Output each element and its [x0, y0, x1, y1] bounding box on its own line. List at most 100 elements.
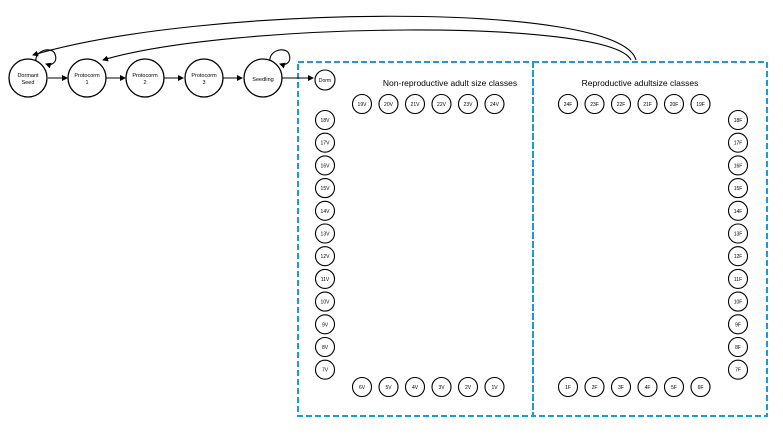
- svg-text:22F: 22F: [617, 102, 626, 108]
- svg-text:6V: 6V: [359, 385, 366, 391]
- size-class-1v: 1V: [484, 376, 505, 398]
- size-class-7f: 7F: [727, 359, 749, 380]
- size-class-23f: 23F: [584, 93, 605, 115]
- size-class-15f: 15F: [727, 178, 749, 199]
- size-class-18f: 18F: [727, 109, 749, 131]
- size-class-5v: 5V: [378, 376, 399, 398]
- reproductive-panel-title: Reproductive adultsize classes: [582, 78, 699, 88]
- svg-text:2F: 2F: [592, 385, 598, 391]
- size-class-15v: 15V: [314, 178, 336, 199]
- svg-text:10F: 10F: [734, 300, 743, 306]
- svg-text:6F: 6F: [698, 385, 704, 391]
- size-class-22v: 22V: [431, 93, 452, 115]
- svg-text:11V: 11V: [321, 277, 330, 283]
- size-class-12v: 12V: [314, 246, 336, 267]
- svg-text:2: 2: [143, 80, 146, 86]
- svg-text:13F: 13F: [734, 232, 743, 238]
- svg-text:13V: 13V: [321, 232, 331, 238]
- svg-text:Protocorm: Protocorm: [74, 73, 100, 79]
- svg-text:15V: 15V: [321, 186, 331, 192]
- svg-text:4V: 4V: [412, 385, 419, 391]
- size-class-17f: 17F: [727, 132, 749, 153]
- svg-text:Protocorm: Protocorm: [191, 73, 217, 79]
- size-class-nodes: 19V 20V 21V 22V 23V 24V 18V 17V 16V 15V 14V 13V 12V 1…: [314, 93, 749, 398]
- size-class-3f: 3F: [610, 376, 632, 398]
- svg-text:18V: 18V: [321, 118, 331, 124]
- svg-text:11F: 11F: [734, 277, 742, 283]
- svg-text:16V: 16V: [321, 163, 331, 169]
- svg-text:12F: 12F: [734, 254, 743, 260]
- svg-text:1V: 1V: [491, 385, 498, 391]
- svg-text:Seed: Seed: [22, 80, 35, 86]
- size-class-18v: 18V: [314, 109, 336, 131]
- size-class-8v: 8V: [314, 336, 336, 358]
- size-class-9f: 9F: [727, 314, 749, 335]
- size-class-16v: 16V: [314, 155, 336, 176]
- reproductive-panel: [532, 61, 768, 417]
- size-class-7v: 7V: [314, 359, 336, 380]
- size-class-24v: 24V: [484, 93, 505, 115]
- svg-text:1F: 1F: [565, 385, 571, 391]
- size-class-10v: 10V: [314, 291, 336, 312]
- svg-text:19F: 19F: [696, 102, 705, 108]
- stage-seedling: Seedling: [243, 58, 283, 98]
- svg-text:21V: 21V: [411, 102, 421, 108]
- stage-protocorm-3: Protocorm 3: [184, 58, 224, 98]
- size-class-3v: 3V: [431, 376, 452, 398]
- svg-text:Seedling: Seedling: [252, 77, 273, 83]
- svg-text:3F: 3F: [618, 385, 624, 391]
- svg-text:24V: 24V: [490, 102, 500, 108]
- stage-protocorm-2: Protocorm 2: [125, 58, 165, 98]
- svg-text:15F: 15F: [734, 186, 743, 192]
- svg-text:Dorm: Dorm: [319, 78, 331, 84]
- svg-text:19V: 19V: [358, 102, 368, 108]
- size-class-4v: 4V: [404, 376, 426, 398]
- size-class-21f: 21F: [637, 93, 658, 115]
- svg-text:8F: 8F: [735, 345, 741, 351]
- svg-text:14F: 14F: [734, 209, 743, 215]
- nonreproductive-panel-title: Non-reproductive adult size classes: [383, 78, 517, 88]
- size-class-14f: 14F: [727, 200, 749, 221]
- svg-text:17F: 17F: [734, 141, 743, 147]
- svg-text:17V: 17V: [321, 141, 331, 147]
- node-dorm: Dorm: [314, 69, 336, 91]
- size-class-6f: 6F: [690, 376, 711, 398]
- dormant-seed-self-loop: [35, 49, 57, 69]
- size-class-16f: 16F: [727, 155, 749, 176]
- svg-text:7F: 7F: [735, 368, 741, 374]
- svg-text:10V: 10V: [321, 300, 331, 306]
- svg-text:3V: 3V: [438, 385, 445, 391]
- size-class-20v: 20V: [378, 93, 399, 115]
- size-class-23v: 23V: [457, 93, 479, 115]
- size-class-4f: 4F: [637, 376, 658, 398]
- size-class-19v: 19V: [351, 93, 373, 115]
- svg-text:21F: 21F: [643, 102, 652, 108]
- svg-text:24F: 24F: [564, 102, 573, 108]
- svg-text:22V: 22V: [437, 102, 447, 108]
- svg-text:23V: 23V: [464, 102, 474, 108]
- size-class-20f: 20F: [663, 93, 685, 115]
- size-class-21v: 21V: [404, 93, 426, 115]
- stage-dormant-seed: Dormant Seed: [8, 58, 48, 98]
- nonreproductive-panel: [297, 61, 534, 417]
- size-class-13v: 13V: [314, 223, 336, 244]
- svg-text:18F: 18F: [734, 118, 743, 124]
- arrow-to-protocorm-1: [102, 29, 632, 62]
- svg-text:3: 3: [202, 80, 205, 86]
- size-class-19f: 19F: [690, 93, 711, 115]
- svg-text:1: 1: [85, 80, 88, 86]
- svg-text:9V: 9V: [322, 322, 329, 328]
- svg-text:4F: 4F: [645, 385, 651, 391]
- size-class-2v: 2V: [457, 376, 479, 398]
- size-class-14v: 14V: [314, 200, 336, 221]
- stage-protocorm-1: Protocorm 1: [67, 58, 107, 98]
- size-class-11v: 11V: [314, 268, 336, 289]
- size-class-6v: 6V: [351, 376, 373, 398]
- size-class-9v: 9V: [314, 314, 336, 335]
- size-class-10f: 10F: [727, 291, 749, 312]
- svg-text:9F: 9F: [735, 322, 741, 328]
- size-class-13f: 13F: [727, 223, 749, 244]
- svg-text:20F: 20F: [670, 102, 679, 108]
- svg-text:Dormant: Dormant: [17, 73, 39, 79]
